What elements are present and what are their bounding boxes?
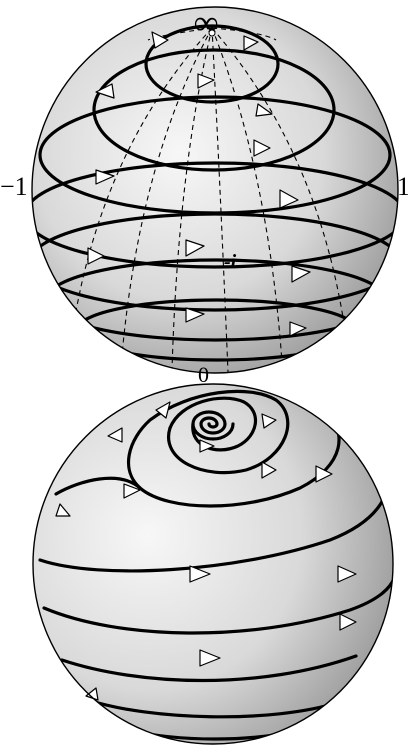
one-label: 1 xyxy=(397,172,408,201)
bottom-sphere-body xyxy=(33,384,393,744)
flow-arrow xyxy=(253,139,271,157)
flow-circle xyxy=(92,48,336,172)
zero-label: 0 xyxy=(198,362,209,387)
flow-circle xyxy=(32,212,398,312)
flow-arrow xyxy=(261,461,277,479)
spiral-arm xyxy=(60,654,358,683)
spiral-core xyxy=(191,410,235,441)
flow-arrow xyxy=(55,503,71,517)
flow-circle xyxy=(32,161,398,269)
bottom-sphere-arrows xyxy=(55,401,357,701)
flow-arrow xyxy=(337,565,357,583)
flow-arrow xyxy=(185,239,205,257)
flow-arrow xyxy=(87,247,105,265)
infinity-label: ∞ xyxy=(194,5,218,42)
minus-i-label: -i xyxy=(224,251,237,273)
spiral-arm xyxy=(54,476,142,496)
meridian xyxy=(211,27,346,331)
flow-arrow xyxy=(261,413,277,429)
flow-arrow xyxy=(199,649,221,667)
bottom-sphere-outline xyxy=(32,383,394,745)
flow-arrow xyxy=(151,31,169,49)
spiral-arm xyxy=(86,698,342,719)
top-sphere-outline xyxy=(31,6,399,374)
flow-arrow xyxy=(199,439,215,453)
bottom-sphere xyxy=(32,383,394,745)
minus-one-label: −1 xyxy=(0,172,28,201)
flow-arrow xyxy=(279,189,299,209)
flow-arrow xyxy=(123,483,141,499)
top-sphere xyxy=(31,6,399,374)
flow-arrow xyxy=(189,565,211,583)
flow-arrow xyxy=(197,73,215,89)
flow-arrow xyxy=(255,103,273,117)
flow-arrow xyxy=(107,427,123,443)
flow-arrow xyxy=(291,265,311,283)
flow-arrow xyxy=(95,83,115,99)
meridian xyxy=(71,27,213,336)
flow-arrow xyxy=(185,307,205,323)
flow-arrow xyxy=(339,613,357,631)
flow-arrow xyxy=(289,321,307,337)
meridian xyxy=(171,27,213,371)
top-sphere-flow-lines xyxy=(32,24,398,362)
spiral-arm xyxy=(42,570,393,635)
spiral-arm xyxy=(126,389,290,490)
flow-arrow xyxy=(95,169,115,185)
flow-arrow xyxy=(155,401,171,419)
meridian xyxy=(211,27,283,363)
top-sphere-arrows xyxy=(87,31,311,337)
flow-circle-polar-cap xyxy=(144,24,280,104)
flow-arrow xyxy=(315,465,333,483)
top-sphere-body xyxy=(32,7,398,373)
meridian xyxy=(211,27,229,373)
meridian xyxy=(147,27,213,41)
north-pole-marker xyxy=(208,29,216,37)
flow-arrow xyxy=(243,35,259,51)
